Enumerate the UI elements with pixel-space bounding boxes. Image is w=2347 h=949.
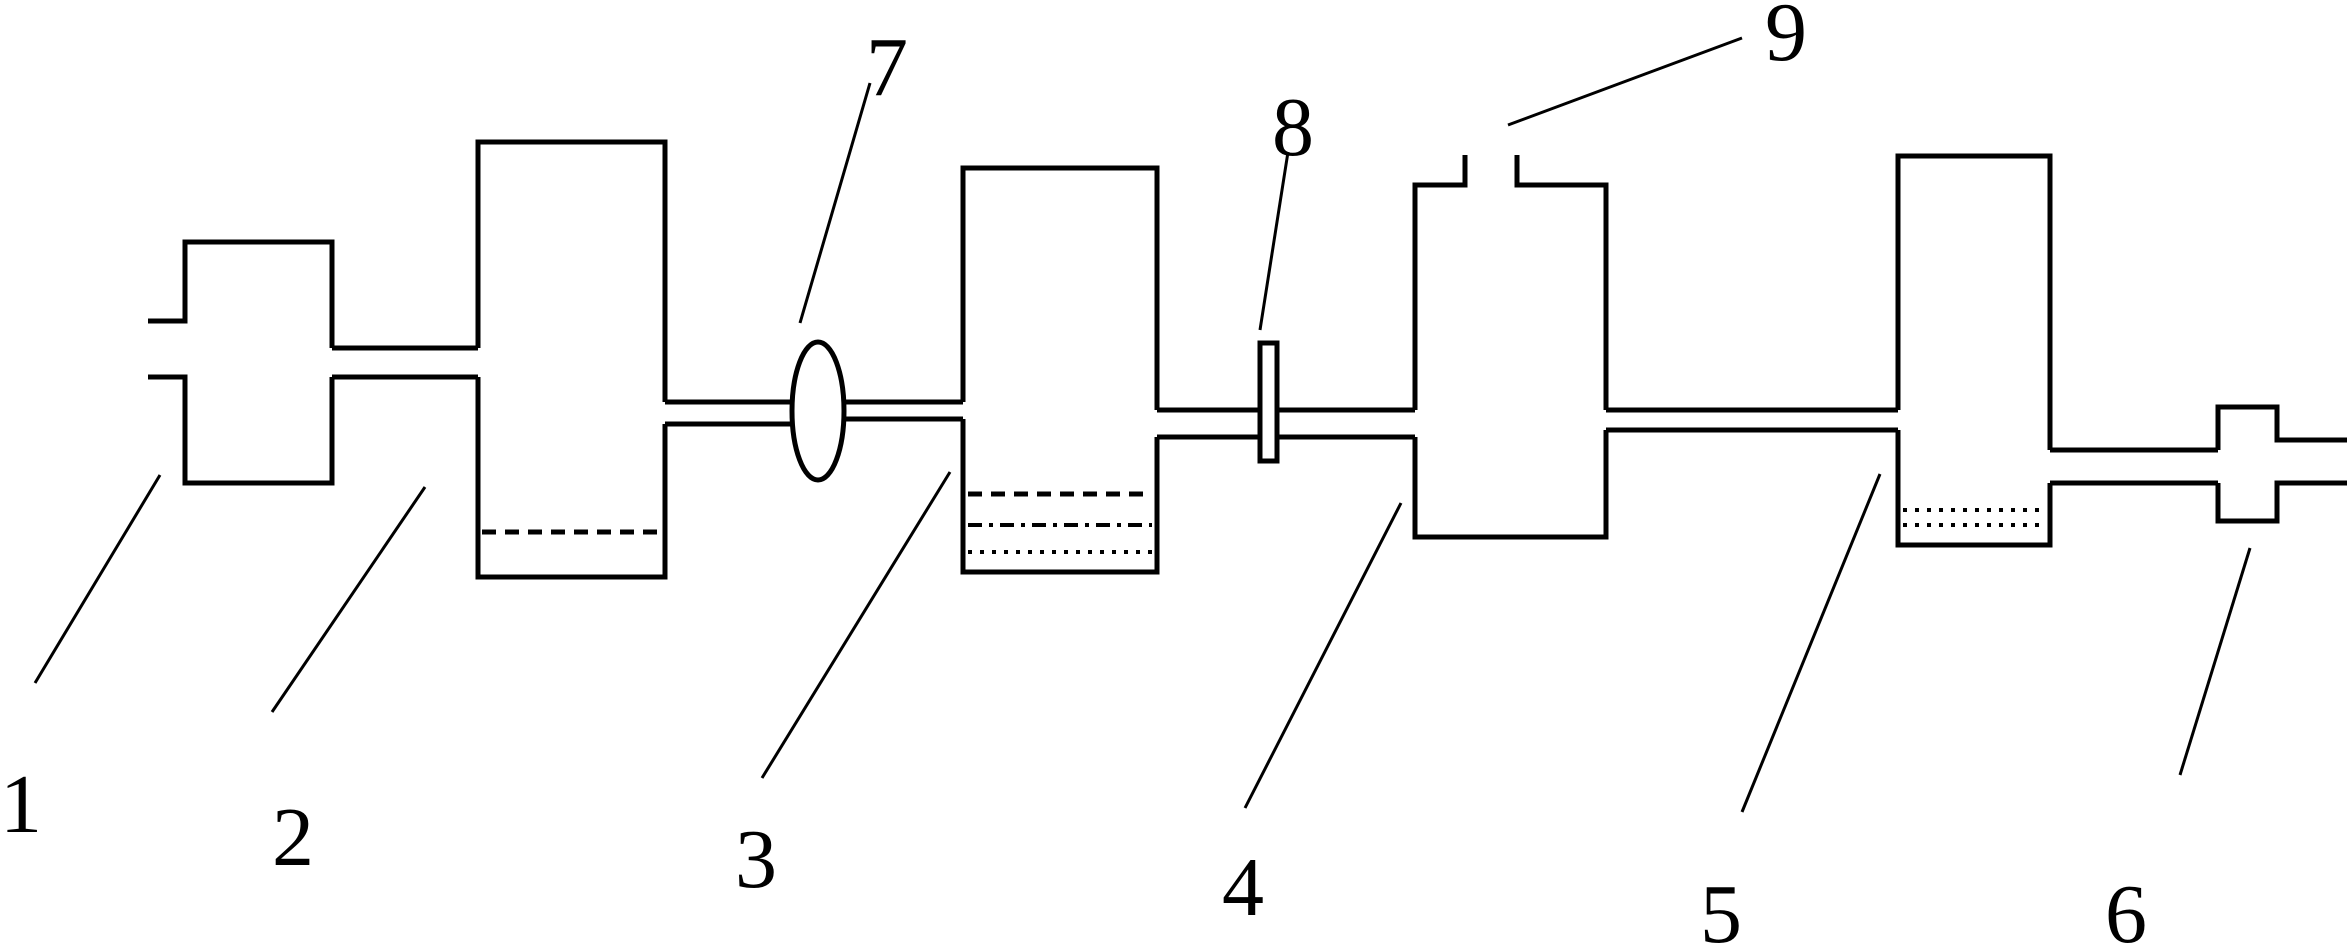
- vessel-5: [1895, 153, 2053, 548]
- label-2: 2: [272, 791, 314, 884]
- number-labels: 1 2 3 4 5 6 7 8 9: [0, 0, 2147, 949]
- pipe-chamber-to-vessel-2: [332, 345, 478, 380]
- pipe-vessel-5-to-outlet: [2050, 447, 2218, 486]
- label-7: 7: [866, 21, 908, 114]
- pipe-vessel-4-to-vessel-5: [1606, 407, 1898, 433]
- vessel-2: [475, 139, 668, 580]
- pipe-vessel-3-to-vessel-4: [1157, 407, 1415, 440]
- outlet-fitting-6: [2215, 404, 2347, 524]
- label-3: 3: [735, 813, 777, 906]
- leader-lines: [33, 36, 2252, 813]
- label-6: 6: [2105, 868, 2147, 949]
- valve-7: [789, 339, 847, 483]
- label-9: 9: [1765, 0, 1807, 79]
- vessel-4: [1412, 155, 1609, 540]
- label-5: 5: [1700, 868, 1742, 949]
- label-1: 1: [0, 758, 42, 851]
- probe-8: [1257, 340, 1280, 464]
- inlet-chamber: [148, 239, 335, 486]
- vessel-3: [960, 165, 1160, 575]
- label-4: 4: [1222, 841, 1264, 934]
- pipe-vessel-2-to-vessel-3: [665, 399, 963, 427]
- label-8: 8: [1272, 81, 1314, 174]
